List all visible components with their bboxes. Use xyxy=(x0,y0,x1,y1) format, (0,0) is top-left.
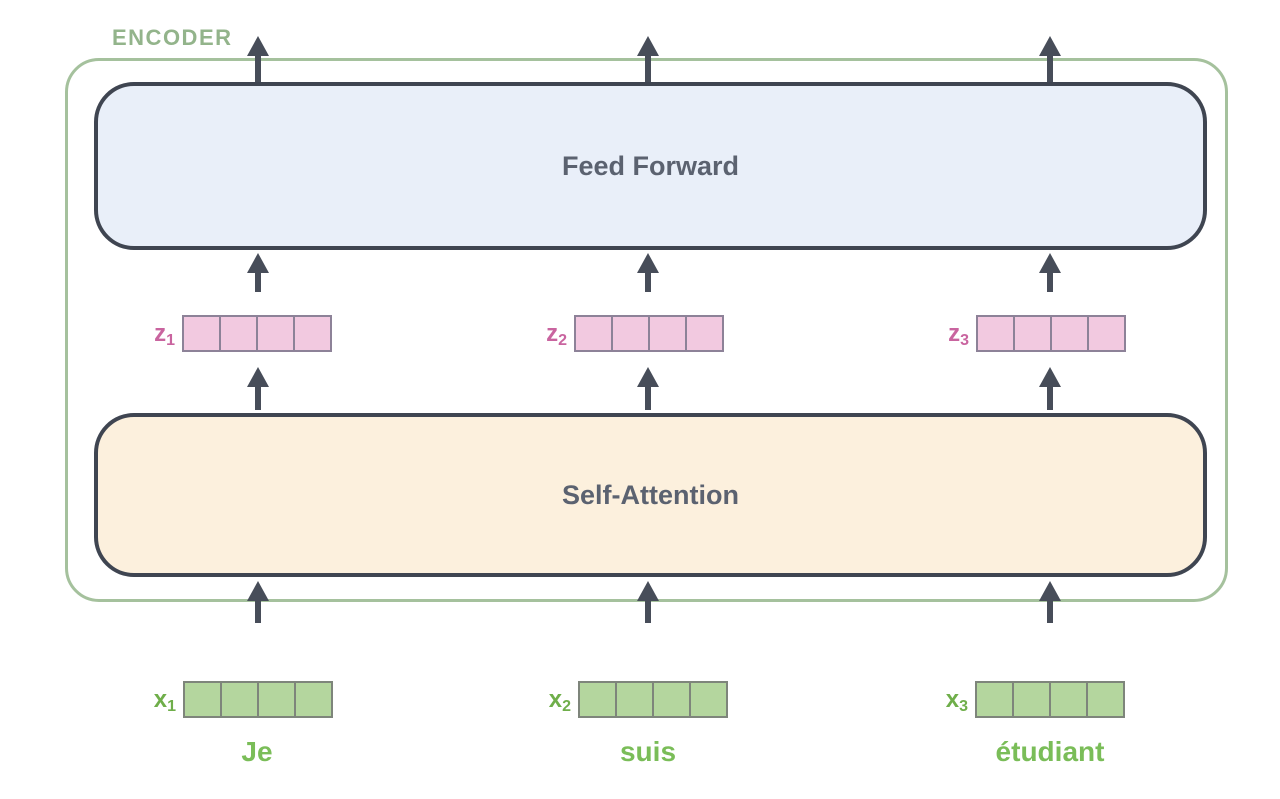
up-arrow-icon xyxy=(247,367,269,410)
up-arrow-icon xyxy=(247,253,269,292)
x1-label: x1 xyxy=(153,685,176,715)
input-word: étudiant xyxy=(995,736,1105,767)
z3-label: z3 xyxy=(948,319,969,349)
up-arrow-icon xyxy=(1039,367,1061,410)
feed-forward-label: Feed Forward xyxy=(561,150,740,181)
arrow-stem xyxy=(1047,271,1053,292)
arrow-stem xyxy=(1047,385,1053,410)
vector-cell xyxy=(258,317,295,350)
vector-cell xyxy=(296,683,331,716)
up-arrow-icon xyxy=(1039,36,1061,82)
arrow-stem xyxy=(645,54,651,82)
x3-cells xyxy=(975,681,1125,718)
input-word: Je xyxy=(241,736,273,767)
x1-vector: x1 xyxy=(142,681,333,718)
arrow-head xyxy=(247,367,269,387)
x2-label: x2 xyxy=(548,685,571,715)
vector-cell xyxy=(1014,683,1051,716)
arrow-stem xyxy=(255,271,261,292)
vector-cell xyxy=(650,317,687,350)
vector-cell xyxy=(576,317,613,350)
x3-vector: x3 xyxy=(934,681,1125,718)
vector-cell xyxy=(580,683,617,716)
z1-vector: z1 xyxy=(141,315,332,352)
vector-cell xyxy=(1051,683,1088,716)
arrow-head xyxy=(1039,36,1061,56)
arrow-head xyxy=(637,36,659,56)
up-arrow-icon xyxy=(637,36,659,82)
arrow-head xyxy=(637,581,659,601)
arrow-stem xyxy=(1047,54,1053,82)
x3-label: x3 xyxy=(945,685,968,715)
vector-cell xyxy=(1052,317,1089,350)
arrow-head xyxy=(1039,253,1061,273)
up-arrow-icon xyxy=(1039,253,1061,292)
z3-vector: z3 xyxy=(935,315,1126,352)
z1-label: z1 xyxy=(154,319,175,349)
x2-vector: x2 xyxy=(537,681,728,718)
vector-cell xyxy=(295,317,330,350)
arrow-head xyxy=(1039,581,1061,601)
arrow-stem xyxy=(255,599,261,623)
vector-cell xyxy=(654,683,691,716)
arrow-stem xyxy=(645,271,651,292)
x2-cells xyxy=(578,681,728,718)
up-arrow-icon xyxy=(637,367,659,410)
vector-cell xyxy=(221,317,258,350)
vector-cell xyxy=(259,683,296,716)
encoder-label: ENCODER xyxy=(112,25,233,50)
arrow-head xyxy=(637,367,659,387)
z1-cells xyxy=(182,315,332,352)
vector-cell xyxy=(1088,683,1123,716)
arrow-stem xyxy=(255,54,261,82)
vector-cell xyxy=(222,683,259,716)
arrow-stem xyxy=(645,385,651,410)
up-arrow-icon xyxy=(247,581,269,623)
arrow-head xyxy=(247,36,269,56)
x1-cells xyxy=(183,681,333,718)
vector-cell xyxy=(184,317,221,350)
z2-label: z2 xyxy=(546,319,567,349)
z2-cells xyxy=(574,315,724,352)
vector-cell xyxy=(617,683,654,716)
feed-forward-block: Feed Forward xyxy=(94,82,1207,250)
arrow-stem xyxy=(255,385,261,410)
vector-cell xyxy=(687,317,722,350)
up-arrow-icon xyxy=(1039,581,1061,623)
self-attention-label: Self-Attention xyxy=(562,479,739,510)
vector-cell xyxy=(1089,317,1124,350)
z2-vector: z2 xyxy=(533,315,724,352)
arrow-stem xyxy=(645,599,651,623)
vector-cell xyxy=(1015,317,1052,350)
up-arrow-icon xyxy=(637,581,659,623)
vector-cell xyxy=(978,317,1015,350)
arrow-head xyxy=(637,253,659,273)
arrow-stem xyxy=(1047,599,1053,623)
up-arrow-icon xyxy=(637,253,659,292)
self-attention-block: Self-Attention xyxy=(94,413,1207,577)
arrow-head xyxy=(247,581,269,601)
vector-cell xyxy=(185,683,222,716)
input-word: suis xyxy=(619,736,677,767)
vector-cell xyxy=(613,317,650,350)
vector-cell xyxy=(977,683,1014,716)
up-arrow-icon xyxy=(247,36,269,82)
arrow-head xyxy=(247,253,269,273)
vector-cell xyxy=(691,683,726,716)
arrow-head xyxy=(1039,367,1061,387)
z3-cells xyxy=(976,315,1126,352)
